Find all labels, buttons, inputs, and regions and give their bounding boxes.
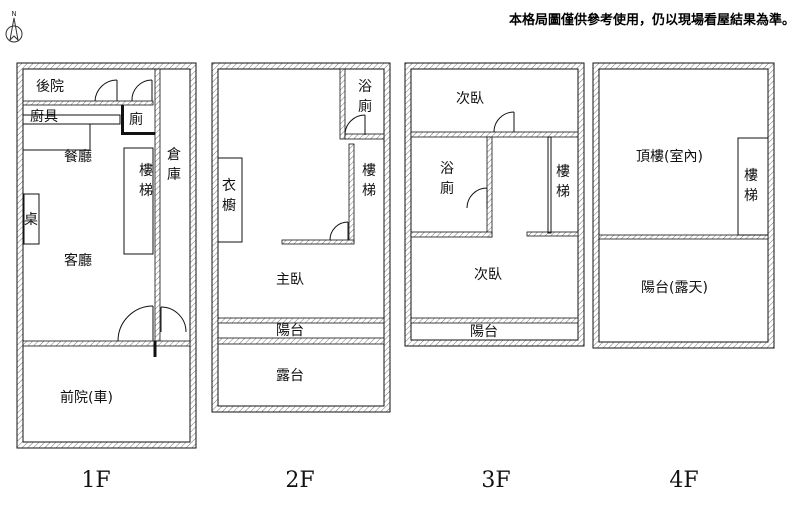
room-stairs: 樓梯 xyxy=(139,163,153,199)
room-stairs: 樓梯 xyxy=(556,164,570,200)
room-balcony: 陽台 xyxy=(470,324,498,340)
room-bedroom-back: 次臥 xyxy=(456,91,484,107)
room-bath: 浴廁 xyxy=(440,161,454,197)
floor-2f: 浴廁 樓梯 衣櫥 主臥 陽台 露台 2F xyxy=(211,62,391,493)
floor-3f: 次臥 浴廁 樓梯 次臥 陽台 3F xyxy=(404,62,585,493)
floor-label-3f: 3F xyxy=(481,468,510,493)
room-roof-indoor: 頂樓(室內) xyxy=(636,148,703,165)
room-balcony-open: 陽台(露天) xyxy=(641,280,708,296)
north-compass-icon: N xyxy=(5,10,23,43)
room-bedroom-front: 次臥 xyxy=(474,267,502,283)
room-frontyard: 前院(車) xyxy=(60,389,113,406)
room-stairs: 樓梯 xyxy=(362,163,376,199)
item-table: 桌 xyxy=(24,212,38,228)
room-living: 客廳 xyxy=(64,252,92,269)
room-backyard: 後院 xyxy=(36,79,64,95)
item-closet: 衣櫥 xyxy=(222,178,236,214)
disclaimer-text: 本格局圖僅供參考使用，仍以現場看屋結果為準。 xyxy=(509,12,795,28)
floor-1f: 後院 廚具 廁 餐廳 樓梯 倉庫 桌 客廳 前院(車) 1F xyxy=(16,62,197,493)
floor-label-2f: 2F xyxy=(285,468,314,493)
room-dining: 餐廳 xyxy=(64,148,92,165)
room-kitchen: 廚具 xyxy=(30,108,58,125)
room-terrace: 露台 xyxy=(276,368,304,384)
room-bath: 浴廁 xyxy=(358,79,372,115)
floor-4f: 頂樓(室內) 樓梯 陽台(露天) 4F xyxy=(592,62,775,493)
room-balcony: 陽台 xyxy=(276,323,304,339)
floor-label-4f: 4F xyxy=(669,468,698,493)
room-stairs: 樓梯 xyxy=(744,168,758,204)
room-master-bedroom: 主臥 xyxy=(276,272,304,288)
room-toilet: 廁 xyxy=(129,111,143,128)
floor-label-1f: 1F xyxy=(81,468,110,493)
room-storage: 倉庫 xyxy=(167,147,181,183)
svg-text:N: N xyxy=(11,10,16,18)
